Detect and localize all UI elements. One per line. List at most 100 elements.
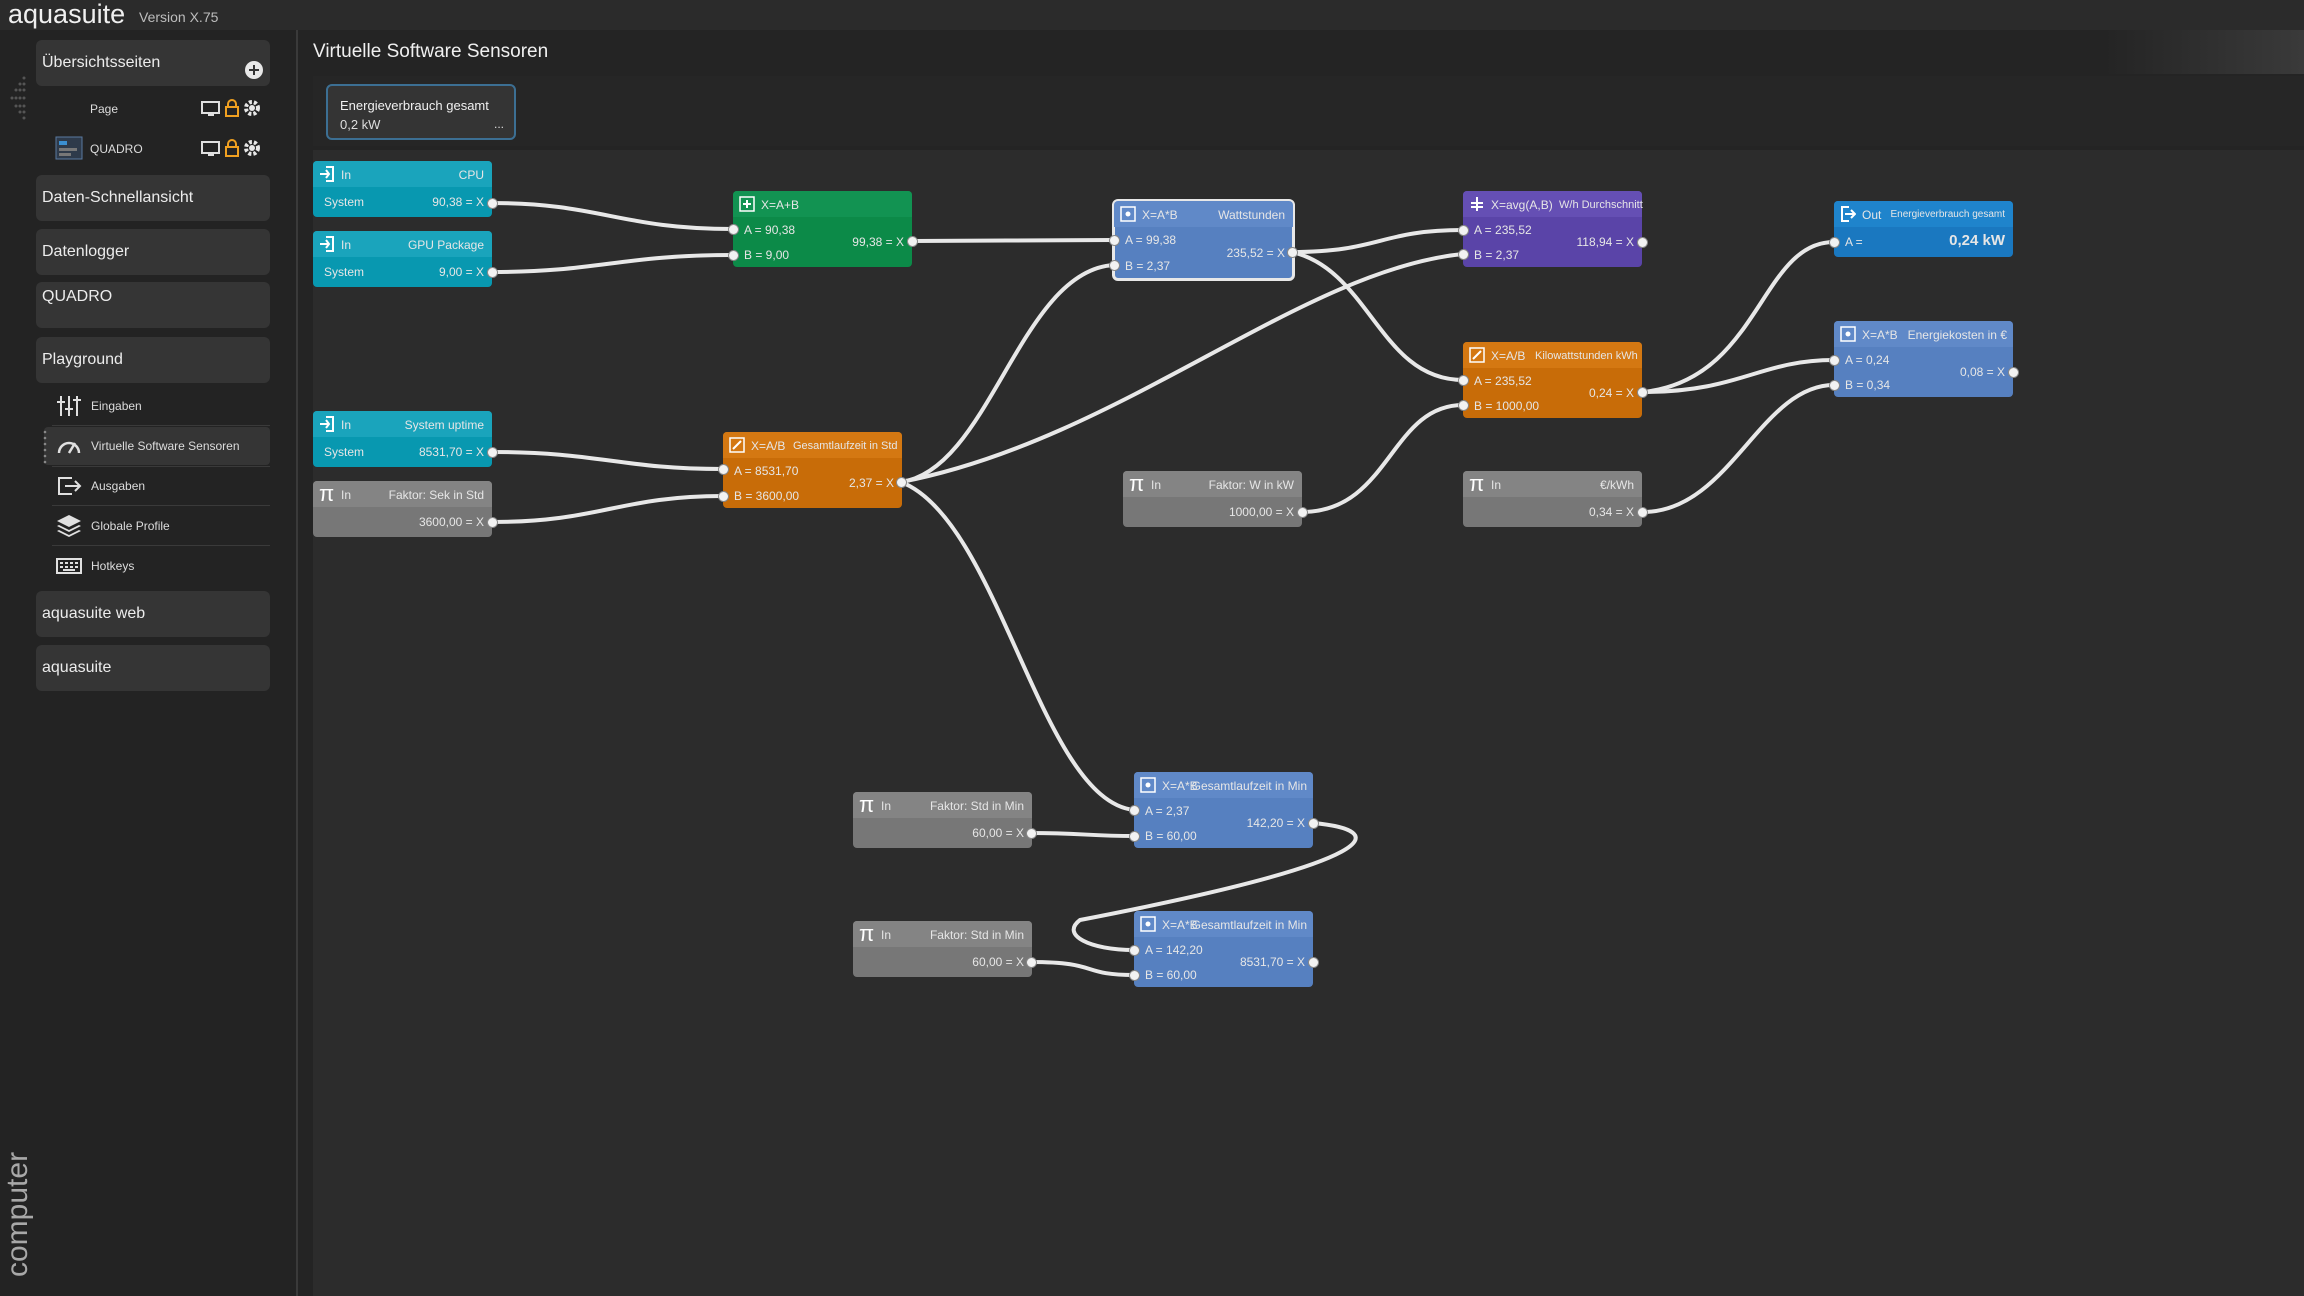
wire bbox=[1290, 228, 1465, 254]
add-page-icon[interactable] bbox=[244, 60, 264, 80]
node-multiply-gesamtlaufzeit-min-2[interactable]: X=A*B Gesamtlaufzeit in Min A = 142,20 B… bbox=[1134, 911, 1313, 987]
output-port[interactable] bbox=[487, 198, 498, 209]
wire bbox=[1300, 403, 1465, 514]
node-in-gpu-package[interactable]: In GPU Package System 9,00 = X bbox=[313, 231, 492, 287]
node-divide-gesamtlaufzeit-std[interactable]: X=A/B Gesamtlaufzeit in Std A = 8531,70 … bbox=[723, 432, 902, 508]
section-quadro[interactable]: QUADRO bbox=[36, 282, 270, 328]
output-port[interactable] bbox=[1308, 957, 1319, 968]
node-const-std-min-1[interactable]: π In Faktor: Std in Min 60,00 = X bbox=[853, 792, 1032, 848]
input-port[interactable] bbox=[718, 491, 729, 502]
monitor-icon[interactable] bbox=[201, 140, 221, 158]
collapse-handle-icon[interactable] bbox=[4, 68, 30, 132]
sidebar-item-ausgaben[interactable]: Ausgaben bbox=[44, 467, 270, 505]
output-port[interactable] bbox=[1297, 507, 1308, 518]
input-port[interactable] bbox=[718, 464, 729, 475]
input-port[interactable] bbox=[1129, 945, 1140, 956]
output-port[interactable] bbox=[1637, 507, 1648, 518]
input-port[interactable] bbox=[1129, 970, 1140, 981]
section-daten-schnellansicht[interactable]: Daten-Schnellansicht bbox=[36, 175, 270, 221]
overview-tile-value: 0,2 kW bbox=[340, 117, 381, 132]
overview-page-item-quadro[interactable]: QUADRO bbox=[44, 132, 270, 166]
wire bbox=[1641, 240, 1836, 394]
input-port[interactable] bbox=[1129, 831, 1140, 842]
node-in-system-uptime[interactable]: In System uptime System 8531,70 = X bbox=[313, 411, 492, 467]
node-input-b: B = 0,34 bbox=[1845, 378, 1891, 392]
output-port[interactable] bbox=[1026, 957, 1037, 968]
output-port[interactable] bbox=[896, 477, 907, 488]
node-input-a: A = 8531,70 bbox=[734, 464, 799, 478]
output-port[interactable] bbox=[907, 236, 918, 247]
input-port[interactable] bbox=[1109, 260, 1120, 271]
overview-tile-more-button[interactable]: ... bbox=[493, 117, 504, 131]
node-const-std-min-2[interactable]: π In Faktor: Std in Min 60,00 = X bbox=[853, 921, 1032, 977]
node-input-b: B = 2,37 bbox=[1125, 259, 1171, 273]
output-port[interactable] bbox=[1026, 828, 1037, 839]
node-const-eur-kwh[interactable]: π In €/kWh 0,34 = X bbox=[1463, 471, 1642, 527]
node-input-a: A = bbox=[1845, 235, 1863, 249]
input-port[interactable] bbox=[1458, 375, 1469, 386]
quadro-device-icon bbox=[55, 136, 83, 160]
monitor-icon[interactable] bbox=[201, 100, 221, 118]
section-label: Playground bbox=[42, 351, 123, 368]
output-port[interactable] bbox=[1637, 237, 1648, 248]
section-label: aquasuite web bbox=[42, 605, 146, 622]
output-port[interactable] bbox=[487, 517, 498, 528]
input-port[interactable] bbox=[1458, 249, 1469, 260]
output-port[interactable] bbox=[2008, 367, 2019, 378]
node-divide-kilowattstunden[interactable]: X=A/B Kilowattstunden kWh A = 235,52 B =… bbox=[1463, 342, 1642, 418]
overview-tile[interactable]: Energieverbrauch gesamt 0,2 kW ... bbox=[326, 84, 516, 140]
node-const-faktor-w-kw[interactable]: π In Faktor: W in kW 1000,00 = X bbox=[1123, 471, 1302, 527]
input-port[interactable] bbox=[1829, 380, 1840, 391]
input-port[interactable] bbox=[728, 250, 739, 261]
input-port[interactable] bbox=[1829, 355, 1840, 366]
output-port[interactable] bbox=[487, 447, 498, 458]
gear-icon[interactable] bbox=[242, 98, 262, 118]
overview-page-item-page[interactable]: Page bbox=[44, 92, 270, 126]
sidebar-item-virtuelle-software-sensoren[interactable]: Virtuelle Software Sensoren bbox=[44, 427, 270, 465]
input-port[interactable] bbox=[1458, 225, 1469, 236]
wire bbox=[899, 263, 1116, 484]
input-port[interactable] bbox=[1129, 805, 1140, 816]
node-avg-durchschnitt[interactable]: X=avg(A,B) W/h Durchschnitt A = 235,52 B… bbox=[1463, 191, 1643, 267]
lock-icon[interactable] bbox=[224, 138, 240, 158]
node-name: CPU bbox=[458, 168, 484, 182]
divider bbox=[52, 466, 270, 467]
lock-icon[interactable] bbox=[224, 98, 240, 118]
output-port[interactable] bbox=[1287, 247, 1298, 258]
sidebar-item-globale-profile[interactable]: Globale Profile bbox=[44, 507, 270, 545]
divider bbox=[52, 425, 270, 426]
node-multiply-wattstunden[interactable]: X=A*B Wattstunden A = 99,38 B = 2,37 235… bbox=[1112, 199, 1295, 281]
drag-handle-icon[interactable] bbox=[42, 428, 48, 464]
section-playground[interactable]: Playground bbox=[36, 337, 270, 383]
section-aquasuite-web[interactable]: aquasuite web bbox=[36, 591, 270, 637]
input-port[interactable] bbox=[1109, 235, 1120, 246]
node-multiply-gesamtlaufzeit-min-1[interactable]: X=A*B Gesamtlaufzeit in Min A = 2,37 B =… bbox=[1134, 772, 1313, 848]
node-out-energieverbrauch[interactable]: Out Energieverbrauch gesamt A = 0,24 kW bbox=[1834, 201, 2013, 257]
section-aquasuite[interactable]: aquasuite bbox=[36, 645, 270, 691]
app-title: aquasuite bbox=[8, 0, 126, 29]
sidebar-item-eingaben[interactable]: Eingaben bbox=[44, 387, 270, 425]
input-port[interactable] bbox=[1829, 237, 1840, 248]
output-port[interactable] bbox=[1637, 387, 1648, 398]
node-multiply-energiekosten[interactable]: X=A*B Energiekosten in € A = 0,24 B = 0,… bbox=[1834, 321, 2013, 397]
output-port[interactable] bbox=[487, 267, 498, 278]
divide-icon bbox=[1469, 347, 1485, 363]
input-port[interactable] bbox=[1458, 400, 1469, 411]
node-in-cpu[interactable]: In CPU System 90,38 = X bbox=[313, 161, 492, 217]
divider bbox=[52, 545, 270, 546]
wire bbox=[899, 252, 1465, 484]
sidebar-item-label: Ausgaben bbox=[91, 479, 146, 493]
wire bbox=[1641, 358, 1836, 394]
sidebar-item-hotkeys[interactable]: Hotkeys bbox=[44, 547, 270, 585]
node-formula: X=avg(A,B) bbox=[1491, 198, 1553, 212]
node-const-faktor-sek[interactable]: π In Faktor: Sek in Std 3600,00 = X bbox=[313, 481, 492, 537]
gear-icon[interactable] bbox=[242, 138, 262, 158]
output-port[interactable] bbox=[1308, 818, 1319, 829]
node-add[interactable]: X=A+B A = 90,38 B = 9,00 99,38 = X bbox=[733, 191, 912, 267]
section-uebersichtsseiten[interactable]: Übersichtsseiten bbox=[36, 40, 270, 86]
input-port[interactable] bbox=[728, 224, 739, 235]
section-datenlogger[interactable]: Datenlogger bbox=[36, 229, 270, 275]
node-value: 0,24 kW bbox=[1949, 232, 2005, 249]
node-name: W/h Durchschnitt bbox=[1559, 199, 1643, 211]
